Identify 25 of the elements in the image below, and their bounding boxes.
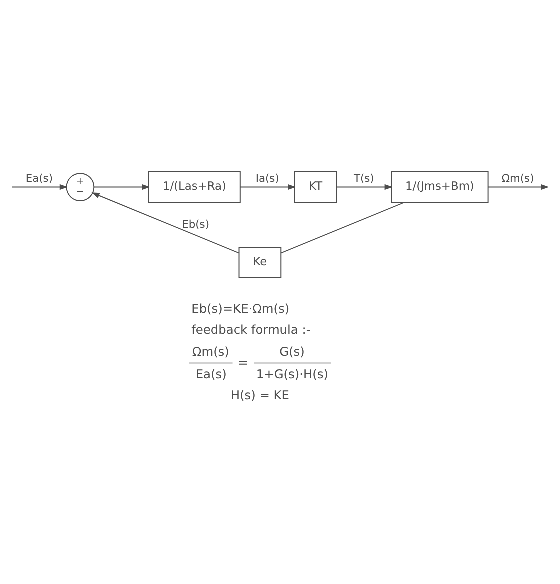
connector (280, 202, 406, 254)
label: = (238, 356, 248, 370)
label: Eb(s)=KE·Ωm(s) (192, 302, 290, 316)
arrow (488, 184, 550, 190)
arrow (240, 184, 296, 190)
edge-label: Ea(s) (26, 172, 54, 186)
node-box: 1/(Las+Ra) (148, 172, 241, 203)
label: Ωm(s) (192, 345, 230, 360)
edge-label: Ωm(s) (502, 172, 534, 186)
arrow (94, 184, 150, 190)
label: G(s) (280, 345, 305, 360)
label: Ea(s) (196, 367, 227, 382)
edge-label: T(s) (354, 172, 374, 186)
edge-label: Eb(s) (182, 218, 210, 231)
label: 1+G(s)·H(s) (256, 367, 328, 382)
node-box: KT (294, 172, 338, 203)
arrow (92, 192, 240, 254)
label: H(s) = KE (230, 388, 290, 403)
label: feedback formula :- (192, 323, 311, 338)
node-circle: + − (66, 173, 95, 202)
node-box: Ke (238, 246, 282, 278)
node-box: 1/(Jms+Bm) (391, 172, 489, 203)
edge-label: Ia(s) (256, 172, 280, 186)
arrow (12, 184, 68, 190)
arrow (336, 184, 393, 190)
